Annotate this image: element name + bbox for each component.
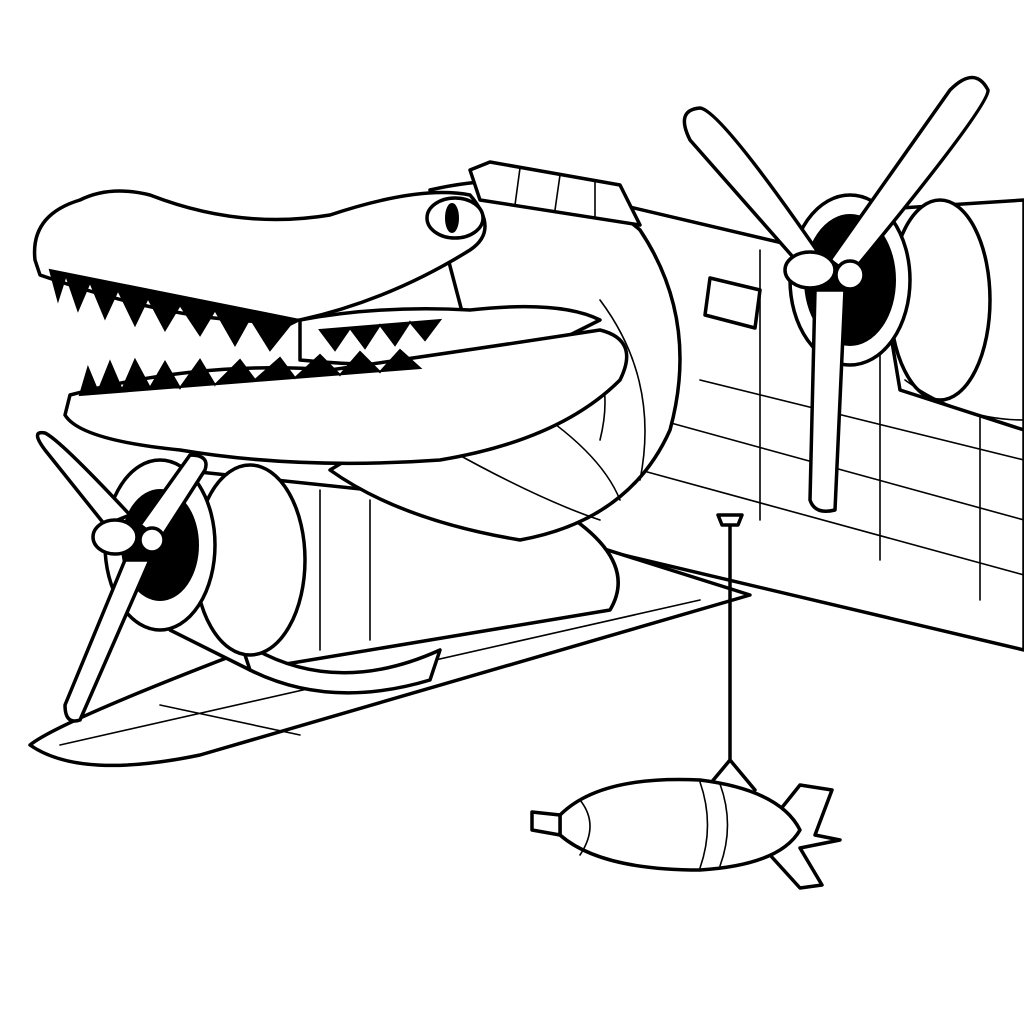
crocodile-head [32,160,682,542]
bomb [530,513,842,890]
cockpit-windows [468,160,642,227]
fuselage-window [703,276,762,330]
teeth [48,268,304,352]
left-propeller [35,430,208,723]
right-propeller [682,75,990,513]
bomb-cable [703,518,757,792]
